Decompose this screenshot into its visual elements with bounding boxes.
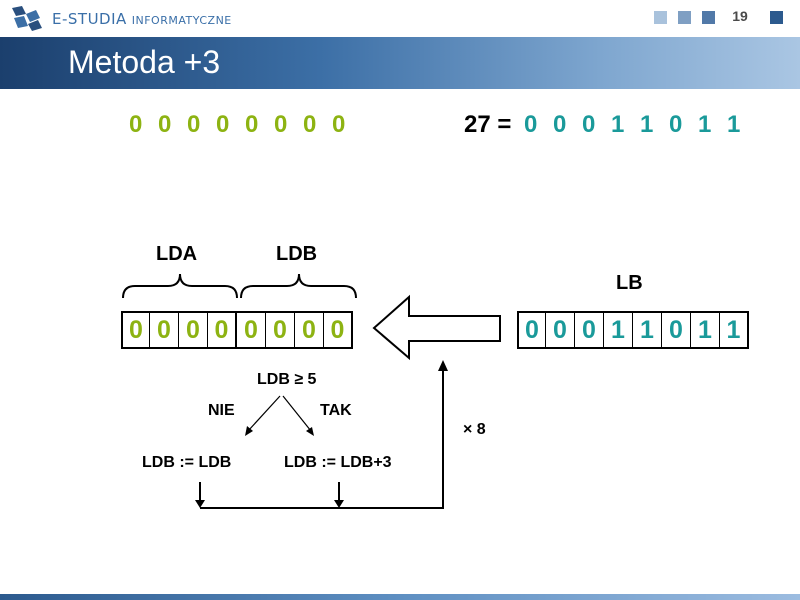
- logo-sub-text: INFORMATYCZNE: [131, 14, 232, 27]
- register-cell-3: 0: [179, 311, 208, 349]
- register-cell-6: 0: [266, 311, 295, 349]
- condition-text: LDB ≥ 5: [257, 371, 317, 388]
- nav-square-3: [702, 11, 715, 24]
- register-cell-4: 0: [208, 311, 237, 349]
- lb-cell-7: 1: [691, 311, 720, 349]
- nav-square-4: [770, 11, 783, 24]
- lb-cell-4: 1: [604, 311, 633, 349]
- lb-label: LB: [616, 272, 643, 294]
- zero-digit-8: 0: [332, 111, 346, 138]
- bit-digit-6: 0: [669, 111, 683, 138]
- title-bar: [0, 37, 800, 89]
- logo-mark-icon: [12, 6, 42, 31]
- register-cell-5: 0: [237, 311, 266, 349]
- yes-action-down-arrowhead: [334, 500, 344, 508]
- zero-digit-4: 0: [216, 111, 230, 138]
- loop-back-arrowhead: [438, 360, 448, 371]
- lb-cell-1: 0: [517, 311, 546, 349]
- page-number: 19: [732, 8, 748, 24]
- lb-cell-5: 1: [633, 311, 662, 349]
- shift-left-arrow-icon: [372, 294, 501, 361]
- bit-digit-5: 1: [640, 111, 654, 138]
- bit-digit-2: 0: [553, 111, 567, 138]
- logo: E-STUDIA INFORMATYCZNE: [8, 4, 268, 34]
- register-cell-1: 0: [121, 311, 150, 349]
- repeat-count-label: × 8: [463, 421, 486, 438]
- bit-digit-1: 0: [524, 111, 538, 138]
- bit-digit-7: 1: [698, 111, 712, 138]
- bit-digit-3: 0: [582, 111, 596, 138]
- nav-square-2: [678, 11, 691, 24]
- loop-back-line: [200, 370, 444, 509]
- ldb-brace: [240, 273, 357, 299]
- logo-main-text: E-STUDIA: [52, 10, 127, 28]
- lb-cell-8: 1: [720, 311, 749, 349]
- no-branch-line: [247, 395, 281, 432]
- zero-digit-5: 0: [245, 111, 259, 138]
- no-branch-label: NIE: [208, 402, 235, 419]
- zero-digit-6: 0: [274, 111, 288, 138]
- yes-branch-line: [282, 395, 312, 432]
- bit-digit-8: 1: [727, 111, 741, 138]
- zero-digit-1: 0: [129, 111, 143, 138]
- lda-brace: [122, 273, 238, 299]
- footer-bar: [0, 594, 800, 600]
- zero-digit-7: 0: [303, 111, 317, 138]
- register-cell-2: 0: [150, 311, 179, 349]
- zero-digit-3: 0: [187, 111, 201, 138]
- no-action-down-arrowhead: [195, 500, 205, 508]
- equation-prefix: 27 =: [464, 111, 512, 138]
- lb-cell-3: 0: [575, 311, 604, 349]
- zero-digit-2: 0: [158, 111, 172, 138]
- yes-branch-arrowhead: [306, 427, 314, 436]
- nav-square-1: [654, 11, 667, 24]
- lb-cell-6: 0: [662, 311, 691, 349]
- ldb-label: LDB: [276, 243, 318, 265]
- register-cell-7: 0: [295, 311, 324, 349]
- no-branch-arrowhead: [245, 426, 253, 436]
- yes-action-text: LDB := LDB+3: [284, 454, 392, 471]
- bit-digit-4: 1: [611, 111, 625, 138]
- register-cell-8: 0: [324, 311, 353, 349]
- page-title: Metoda +3: [68, 44, 221, 80]
- logo-text: E-STUDIA INFORMATYCZNE: [52, 10, 232, 28]
- lb-cell-2: 0: [546, 311, 575, 349]
- no-action-text: LDB := LDB: [142, 454, 232, 471]
- lda-label: LDA: [156, 243, 198, 265]
- yes-branch-label: TAK: [320, 402, 352, 419]
